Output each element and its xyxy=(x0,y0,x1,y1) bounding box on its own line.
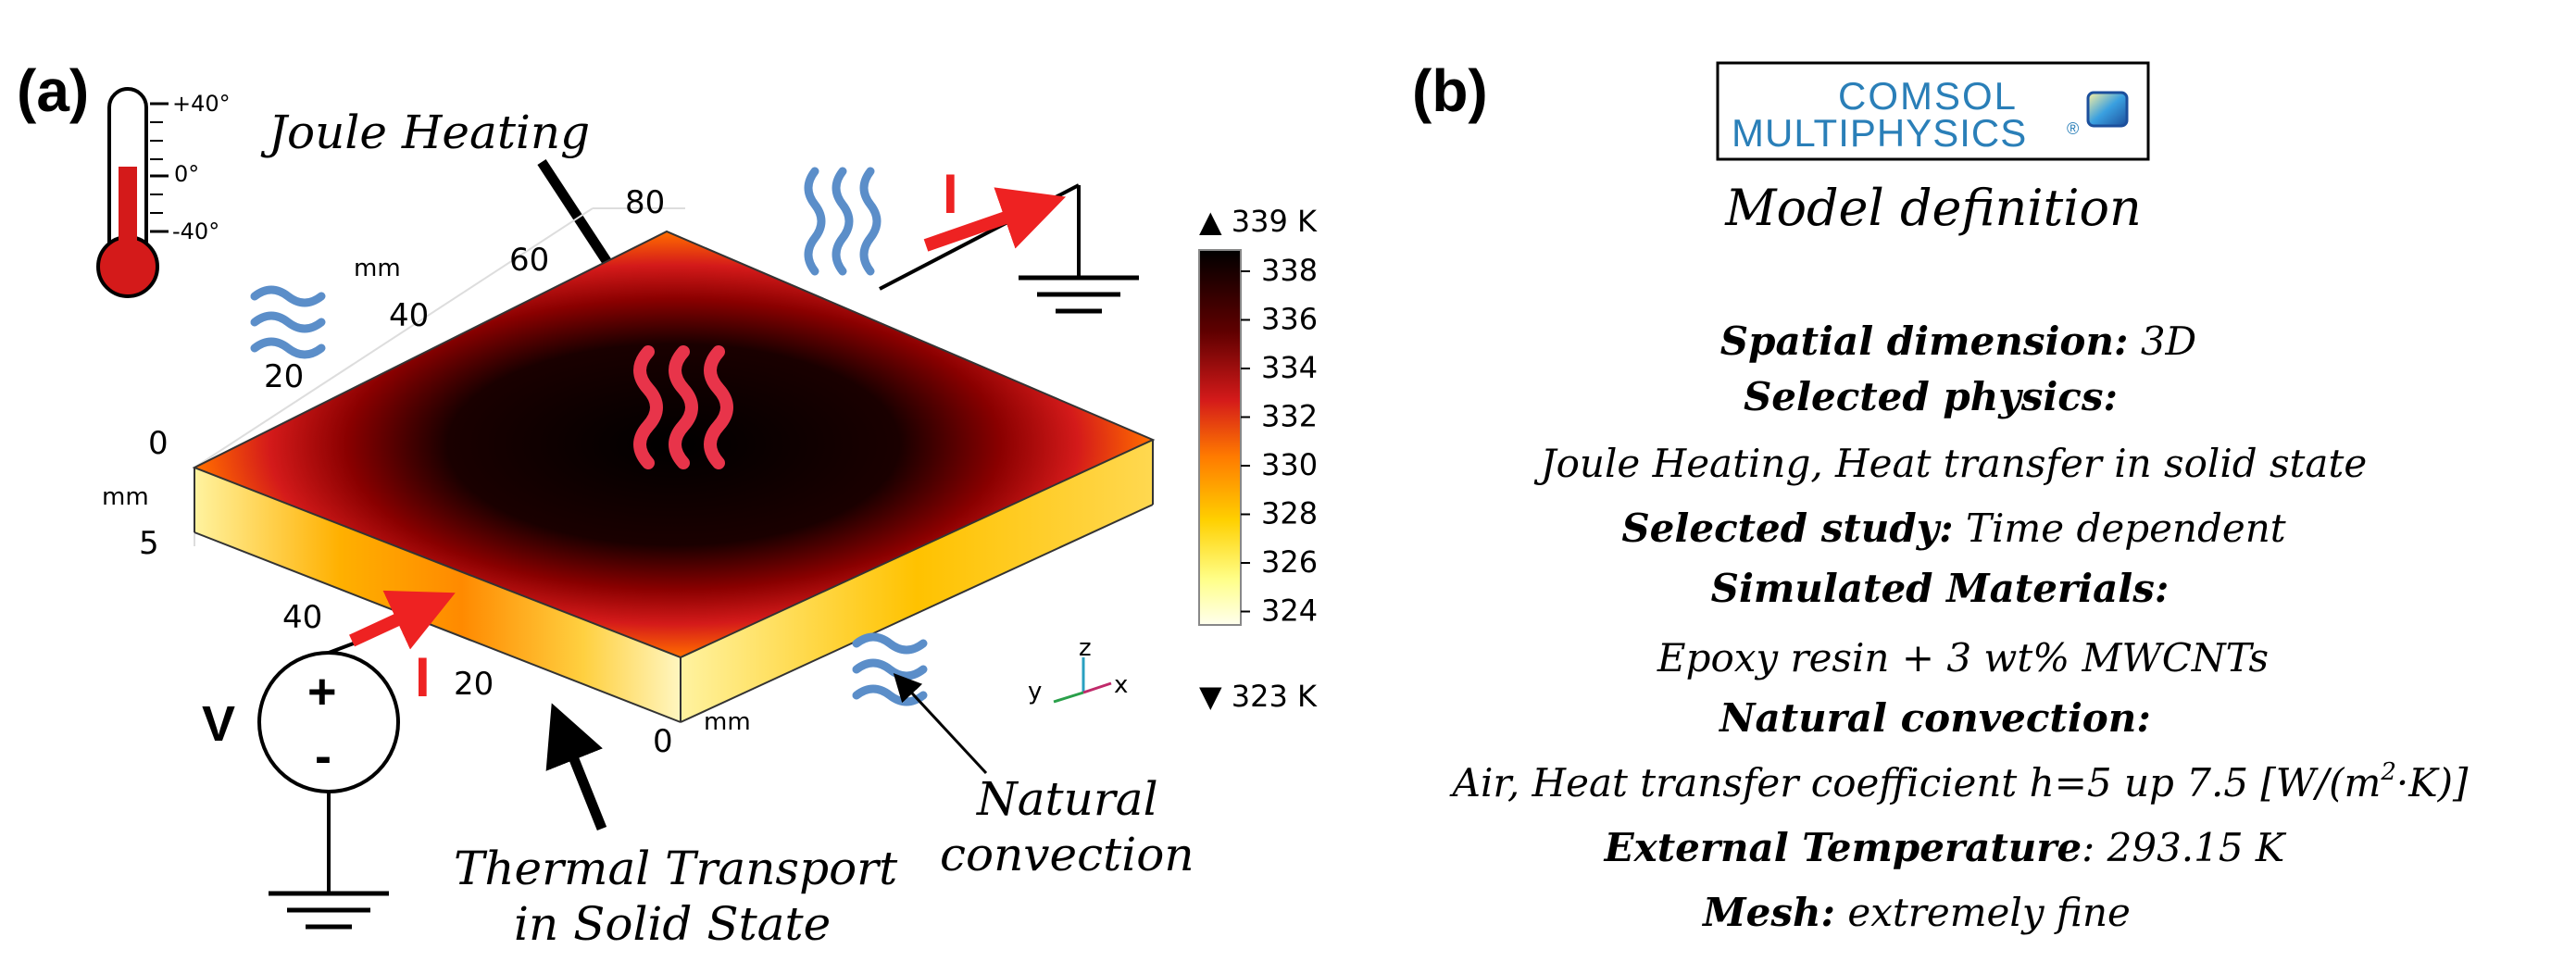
triad-x: x xyxy=(1114,671,1128,699)
y-axis-unit: mm xyxy=(354,255,401,282)
convection-superscript: 2 xyxy=(2380,758,2396,786)
thermal-transport-arrow xyxy=(545,703,607,831)
plus-sign: + xyxy=(307,664,337,719)
simulated-materials-key: Simulated Materials: xyxy=(1711,566,2170,611)
z-tick-0: 0 xyxy=(148,425,169,462)
y-tick-20: 20 xyxy=(264,358,304,395)
natural-convection-arrow xyxy=(893,673,988,775)
selected-physics-key: Selected physics: xyxy=(1744,374,2118,419)
convection-value-part-b: ·K)] xyxy=(2396,760,2469,805)
natural-convection-label-2: convection xyxy=(940,828,1194,881)
natural-convection-key: Natural convection: xyxy=(1718,695,2151,741)
convection-waves-left-icon xyxy=(250,285,326,359)
y-tick-80: 80 xyxy=(625,184,665,221)
natural-convection-value: Air, Heat transfer coefficient h=5 up 7.… xyxy=(1449,758,2469,805)
thermometer-bottom-label: -40° xyxy=(172,219,219,244)
x-axis-unit: mm xyxy=(704,708,751,736)
thermometer-icon xyxy=(96,87,169,298)
colorbar xyxy=(1198,249,1242,626)
slab-right-face xyxy=(681,440,1153,722)
selected-study-key: Selected study: xyxy=(1621,506,1953,551)
model-definition-title: Model definition xyxy=(1724,179,2142,237)
coordinate-triad-icon xyxy=(1053,657,1112,704)
colorbar-tick-label: 334 xyxy=(1261,350,1318,385)
y-tick-40: 40 xyxy=(389,297,429,334)
joule-heating-label: Joule Heating xyxy=(260,106,590,159)
external-temperature-key: External Temperature xyxy=(1604,825,2082,870)
logo-text-comsol: COMSOL xyxy=(1838,74,2018,118)
simulated-materials-value: Epoxy resin + 3 wt% MWCNTs xyxy=(1657,635,2269,681)
mesh-value: extremely fine xyxy=(1835,890,2131,935)
joule-heat-waves-icon xyxy=(633,345,733,469)
top-electrode-circuit xyxy=(879,183,1139,314)
x-tick-40: 40 xyxy=(282,599,322,636)
triad-z: z xyxy=(1079,634,1092,662)
z-axis-unit: mm xyxy=(102,483,149,511)
spatial-dimension-line: Spatial dimension: 3D xyxy=(1720,318,2196,364)
selected-study-value: Time dependent xyxy=(1954,506,2286,551)
thermal-transport-label-1: Thermal Transport xyxy=(454,842,898,895)
voltage-source-circuit xyxy=(257,590,456,930)
current-label-bottom: I xyxy=(415,646,431,708)
convection-waves-bottom-icon xyxy=(852,632,928,706)
colorbar-tick-label: 328 xyxy=(1261,496,1318,531)
selected-physics-value: Joule Heating, Heat transfer in solid st… xyxy=(1533,441,2367,486)
colorbar-tick-label: 336 xyxy=(1261,302,1318,337)
z-tick-5: 5 xyxy=(139,525,159,562)
logo-text-multiphysics: MULTIPHYSICS xyxy=(1732,111,2027,155)
external-temperature-line: External Temperature: 293.15 K xyxy=(1604,825,2287,870)
thermometer-top-label: +40° xyxy=(172,91,231,117)
thermometer-mid-label: 0° xyxy=(174,161,199,187)
spatial-dimension-value: 3D xyxy=(2128,318,2196,364)
colorbar-min-label: ▼ 323 K xyxy=(1199,679,1318,714)
colorbar-tick-label: 326 xyxy=(1261,544,1318,580)
spatial-dimension-key: Spatial dimension: xyxy=(1720,318,2129,364)
colorbar-ticks: 338 336 334 332 330 328 326 324 xyxy=(1241,253,1318,629)
triad-y: y xyxy=(1028,678,1042,706)
mesh-line: Mesh: extremely fine xyxy=(1701,890,2131,935)
colorbar-tick-label: 332 xyxy=(1261,399,1318,434)
voltage-label: V xyxy=(202,696,235,752)
thermal-transport-label-2: in Solid State xyxy=(514,897,831,951)
minus-sign: - xyxy=(315,729,331,784)
current-label-top: I xyxy=(943,163,958,225)
colorbar-tick-label: 330 xyxy=(1261,447,1318,482)
colorbar-max-label: ▲ 339 K xyxy=(1199,204,1318,239)
logo-registered: ® xyxy=(2067,119,2079,138)
colorbar-tick-label: 324 xyxy=(1261,593,1318,629)
comsol-logo xyxy=(1716,61,2150,161)
comsol-logo-icon xyxy=(2086,91,2129,128)
convection-waves-top-icon xyxy=(804,167,882,276)
y-tick-60: 60 xyxy=(509,242,549,279)
x-tick-0: 0 xyxy=(653,723,673,760)
external-temperature-value: : 293.15 K xyxy=(2082,825,2287,870)
selected-study-line: Selected study: Time dependent xyxy=(1621,506,2285,551)
panel-b-label: (b) xyxy=(1412,57,1488,124)
convection-value-part-a: Air, Heat transfer coefficient h=5 up 7.… xyxy=(1449,760,2382,805)
panel-a-label: (a) xyxy=(17,57,89,124)
natural-convection-label-1: Natural xyxy=(976,772,1158,826)
x-tick-20: 20 xyxy=(454,666,494,703)
mesh-key: Mesh: xyxy=(1701,890,1835,935)
colorbar-tick-label: 338 xyxy=(1261,253,1318,288)
